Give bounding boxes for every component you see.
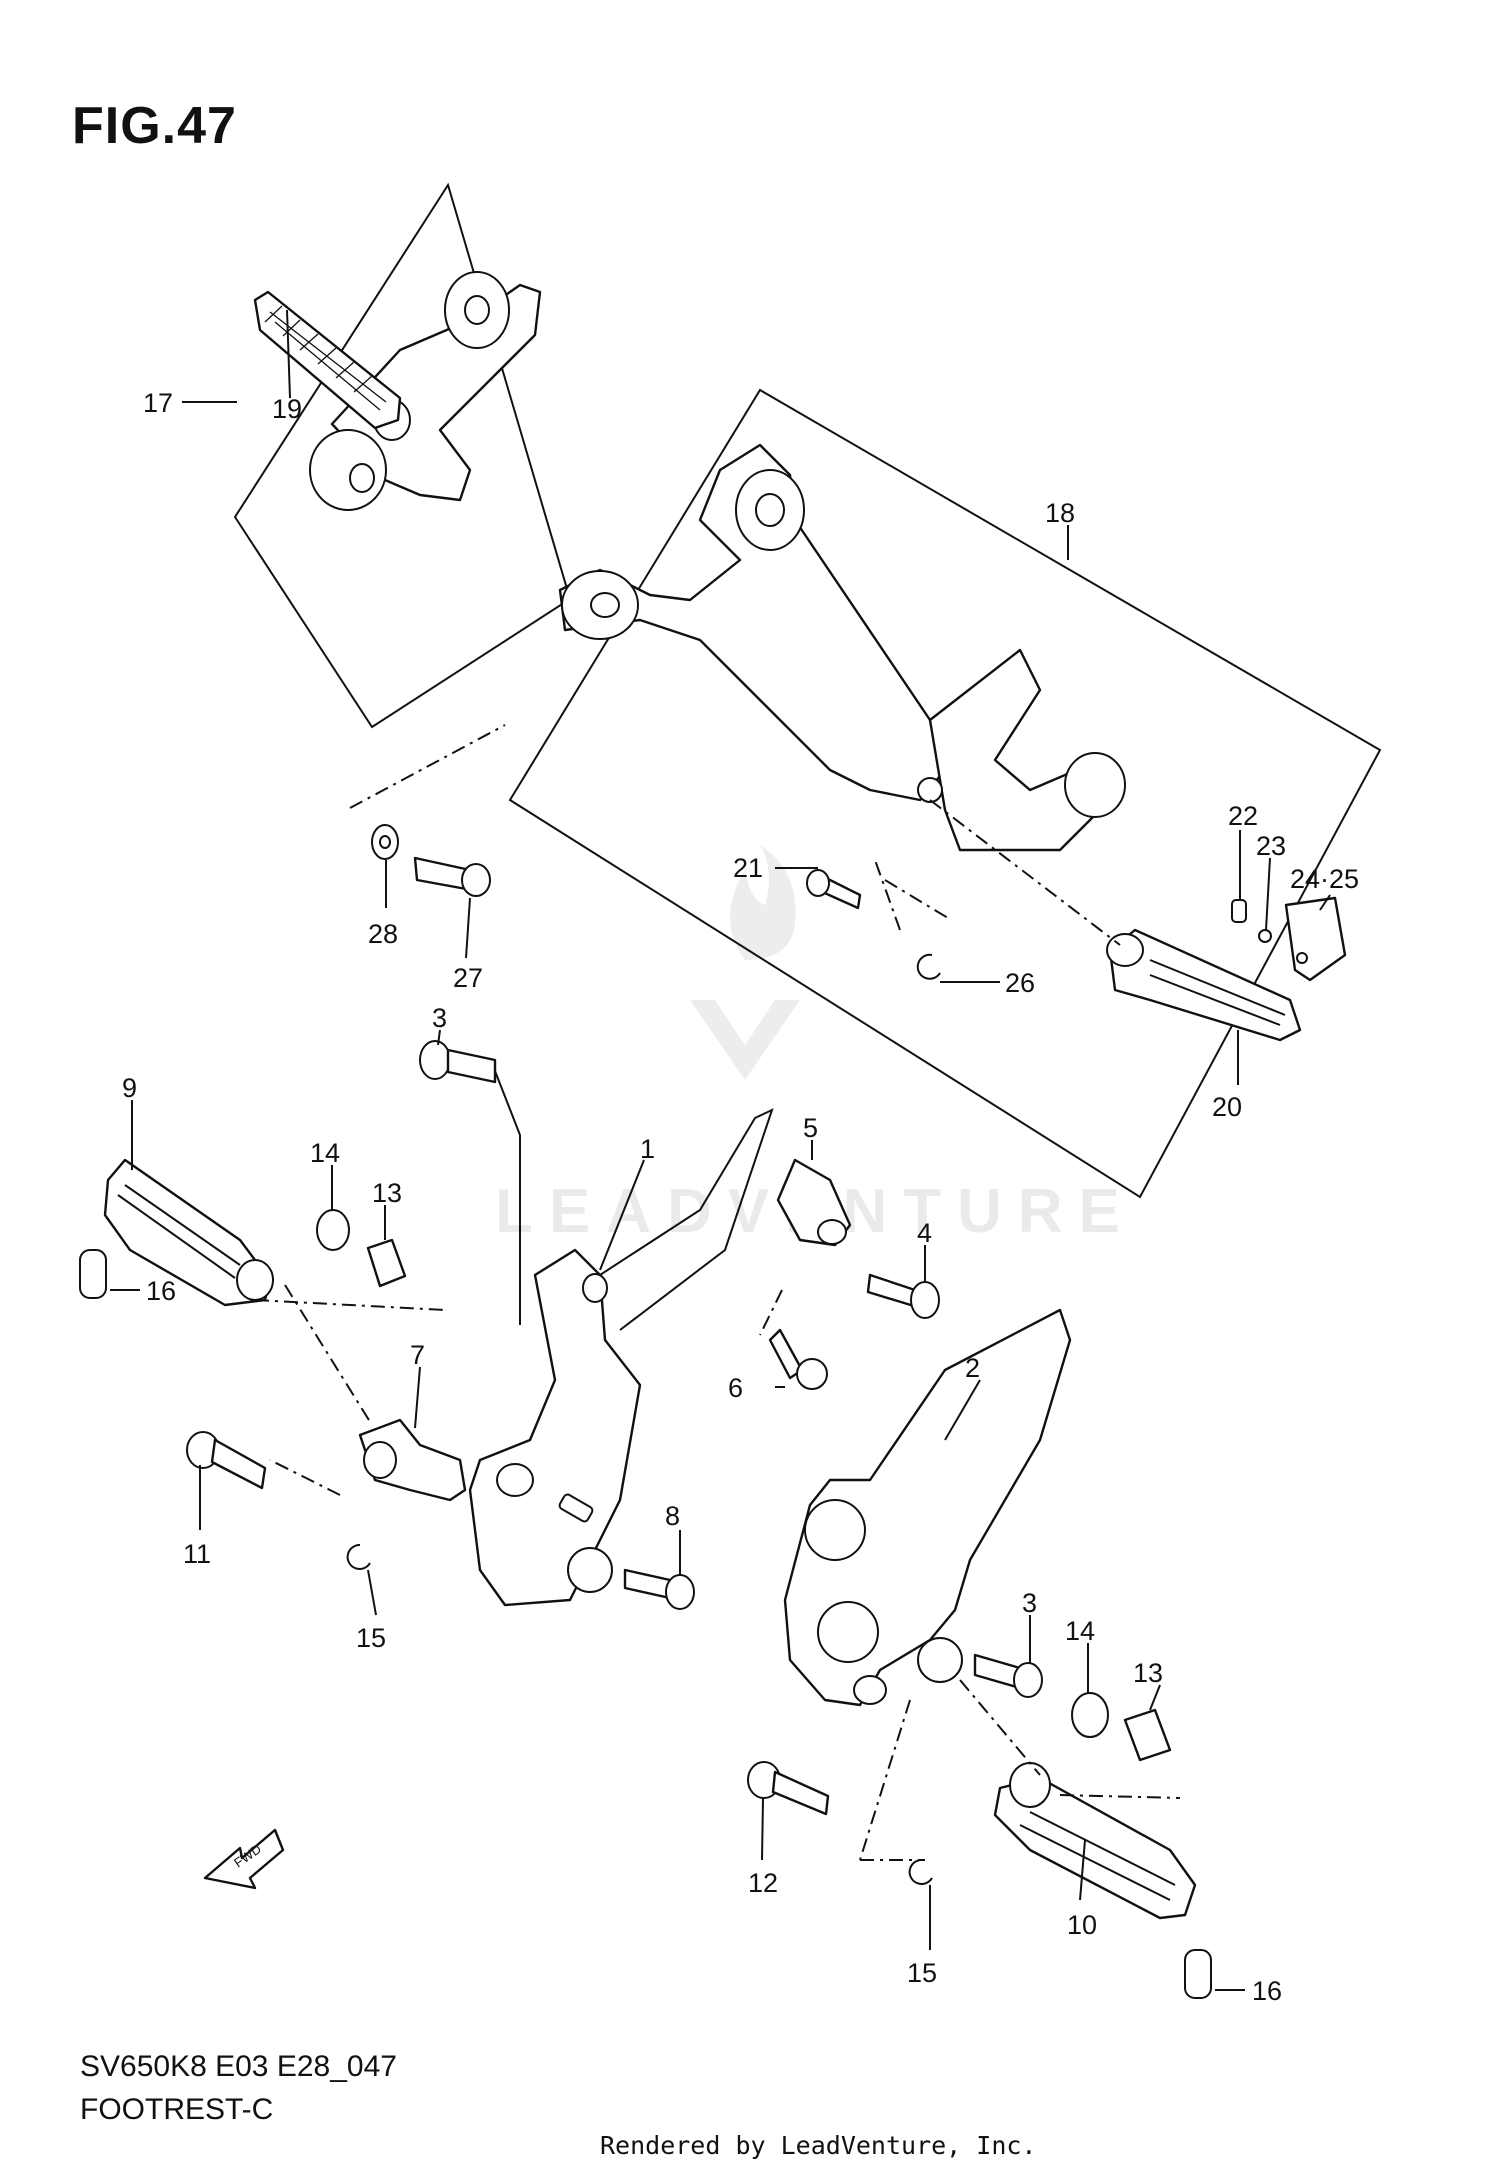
callout-16-left: 16: [146, 1276, 176, 1306]
callout-5: 5: [803, 1113, 818, 1143]
callout-12: 12: [748, 1868, 778, 1898]
model-code: SV650K8 E03 E28_047: [80, 2050, 397, 2083]
callout-6: 6: [728, 1373, 743, 1403]
forward-arrow-icon: FWD: [203, 1828, 285, 1890]
callout-3-right: 3: [1022, 1588, 1037, 1618]
callout-14-right: 14: [1065, 1616, 1095, 1646]
callout-3-top: 3: [432, 1003, 447, 1033]
callout-28: 28: [368, 919, 398, 949]
callout-27: 27: [453, 963, 483, 993]
callout-8: 8: [665, 1501, 680, 1531]
callout-2: 2: [965, 1353, 980, 1383]
leader-lines: [110, 309, 1331, 1991]
callout-17: 17: [143, 388, 173, 418]
callout-11: 11: [183, 1539, 211, 1569]
callout-15-right: 15: [907, 1958, 937, 1988]
callout-26: 26: [1005, 968, 1035, 998]
callout-20: 20: [1212, 1092, 1242, 1122]
callout-1: 1: [640, 1134, 655, 1164]
callouts: 1 2 3 3 4 5 6 7 8 9 10 11 12 13 13 14 14…: [122, 388, 1359, 2006]
callout-9: 9: [122, 1073, 137, 1103]
rendered-by: Rendered by LeadVenture, Inc.: [600, 2131, 1037, 2160]
callout-7: 7: [410, 1340, 425, 1370]
right-footrest-assembly: [747, 1308, 1212, 1999]
callout-10: 10: [1067, 1910, 1097, 1940]
callout-19: 19: [272, 394, 302, 424]
callout-14-left: 14: [310, 1138, 340, 1168]
callout-24-25: 24·25: [1290, 864, 1359, 894]
callout-23: 23: [1256, 831, 1286, 861]
left-footrest-assembly: [79, 1040, 940, 1610]
callout-21: 21: [733, 853, 763, 883]
callout-15-left: 15: [356, 1623, 386, 1653]
callout-18: 18: [1045, 498, 1075, 528]
figure-title: FIG.47: [72, 97, 237, 155]
callout-4: 4: [917, 1218, 932, 1248]
assembly-17-box: [233, 182, 572, 729]
bolt-27-washer-28: [349, 724, 506, 897]
callout-16-right: 16: [1252, 1976, 1282, 2006]
figure-name: FOOTREST-C: [80, 2093, 274, 2126]
assembly-18-box: [508, 388, 1382, 1199]
callout-13-left: 13: [372, 1178, 402, 1208]
callout-22: 22: [1228, 801, 1258, 831]
callout-13-right: 13: [1133, 1658, 1163, 1688]
